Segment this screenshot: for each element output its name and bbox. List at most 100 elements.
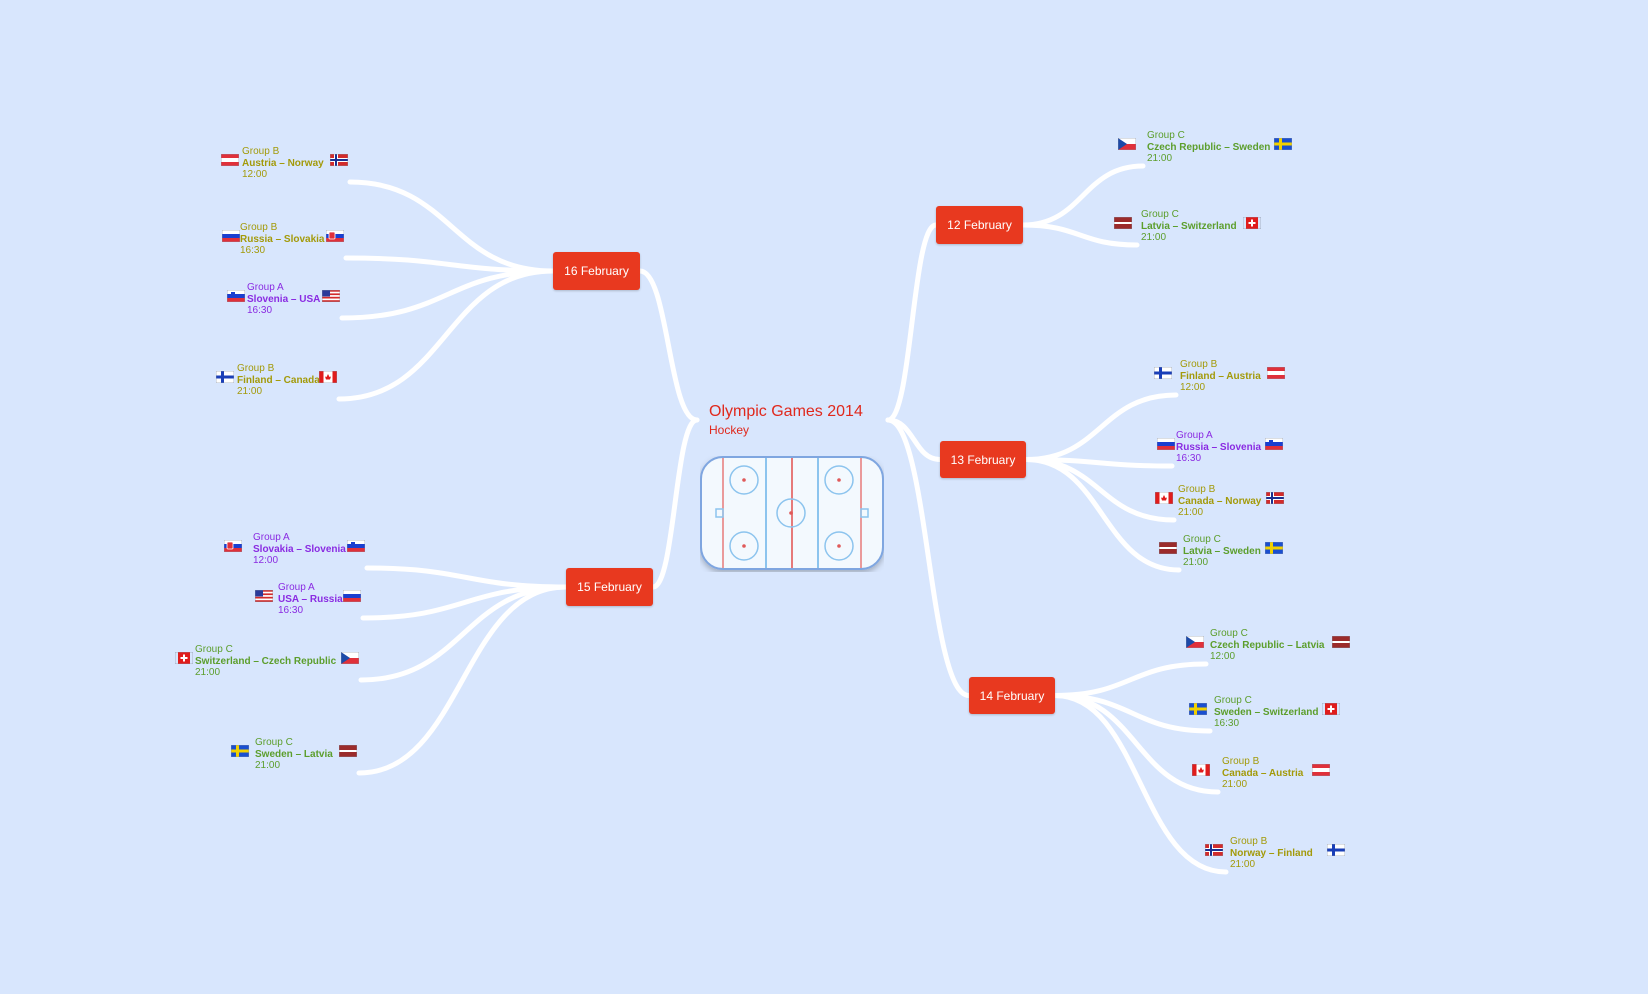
match-item[interactable]: Group B Austria – Norway 12:00: [242, 146, 324, 181]
match-teams: Canada – Norway: [1178, 495, 1262, 507]
match-item[interactable]: Group A USA – Russia 16:30: [278, 582, 343, 617]
match-connector: [360, 584, 569, 621]
flag-cz-icon: [341, 652, 359, 664]
match-teams: USA – Russia: [278, 593, 343, 605]
date-node[interactable]: 12 February: [936, 206, 1023, 244]
match-connector: [358, 584, 569, 683]
group-label: Group B: [237, 363, 275, 374]
flag-no-icon: [330, 154, 348, 166]
match-time: 16:30: [247, 305, 273, 316]
match-time: 21:00: [237, 386, 263, 397]
match-time: 16:30: [240, 245, 266, 256]
group-label: Group B: [1222, 756, 1260, 767]
group-label: Group A: [247, 282, 284, 293]
match-item[interactable]: Group B Norway – Finland 21:00: [1230, 836, 1313, 871]
match-item[interactable]: Group A Slovakia – Slovenia 12:00: [253, 532, 346, 567]
flag-at-icon: [221, 154, 239, 166]
match-teams: Finland – Austria: [1180, 370, 1261, 382]
match-teams: Slovenia – USA: [247, 293, 321, 305]
match-time: 21:00: [1222, 779, 1248, 790]
flag-se-icon: [1265, 542, 1283, 554]
flag-at-icon: [1312, 764, 1330, 776]
match-teams: Russia – Slovakia: [240, 233, 325, 245]
match-connector: [1052, 661, 1209, 698]
match-item[interactable]: Group C Czech Republic – Latvia 12:00: [1210, 628, 1324, 663]
match-item[interactable]: Group C Sweden – Switzerland 16:30: [1214, 695, 1318, 730]
match-item[interactable]: Group C Latvia – Switzerland 21:00: [1141, 209, 1237, 244]
group-label: Group C: [195, 644, 233, 655]
date-node[interactable]: 13 February: [940, 441, 1026, 478]
flag-sk-icon: [326, 230, 344, 242]
group-label: Group C: [1141, 209, 1179, 220]
match-item[interactable]: Group B Finland – Austria 12:00: [1180, 359, 1261, 394]
match-connector: [1023, 457, 1182, 573]
match-item[interactable]: Group A Slovenia – USA 16:30: [247, 282, 320, 317]
group-label: Group C: [1183, 534, 1221, 545]
match-connector: [1052, 693, 1229, 875]
root-connector: [885, 222, 939, 423]
root-connector: [885, 417, 972, 698]
match-teams: Sweden – Latvia: [255, 748, 333, 760]
group-label: Group C: [1214, 695, 1252, 706]
match-item[interactable]: Group B Canada – Austria 21:00: [1222, 756, 1303, 791]
match-item[interactable]: Group B Canada – Norway 21:00: [1178, 484, 1261, 519]
match-time: 16:30: [1176, 453, 1202, 464]
flag-se-icon: [1274, 138, 1292, 150]
match-teams: Czech Republic – Latvia: [1210, 639, 1325, 651]
flag-ch-icon: [175, 652, 193, 664]
match-teams: Latvia – Switzerland: [1141, 220, 1237, 232]
match-item[interactable]: Group A Russia – Slovenia 16:30: [1176, 430, 1261, 465]
match-teams: Czech Republic – Sweden: [1147, 141, 1271, 153]
match-teams: Sweden – Switzerland: [1214, 706, 1319, 718]
match-connector: [339, 268, 556, 321]
flag-no-icon: [1266, 492, 1284, 504]
match-time: 21:00: [1183, 557, 1209, 568]
match-item[interactable]: Group B Finland – Canada 21:00: [237, 363, 320, 398]
match-connector: [347, 179, 556, 274]
match-item[interactable]: Group C Sweden – Latvia 21:00: [255, 737, 333, 772]
date-node[interactable]: 16 February: [553, 252, 640, 290]
root-connector: [637, 268, 700, 423]
match-item[interactable]: Group C Czech Republic – Sweden 21:00: [1147, 130, 1270, 165]
group-label: Group C: [255, 737, 293, 748]
match-time: 21:00: [1178, 507, 1204, 518]
date-node[interactable]: 14 February: [969, 677, 1055, 714]
group-label: Group B: [1180, 359, 1218, 370]
group-label: Group A: [253, 532, 290, 543]
flag-fi-icon: [1327, 844, 1345, 856]
match-connector: [343, 255, 556, 274]
root-connector: [650, 417, 700, 590]
flag-ca-icon: [319, 371, 337, 383]
date-node[interactable]: 15 February: [566, 568, 653, 606]
flag-sk-icon: [224, 540, 242, 552]
group-label: Group C: [1210, 628, 1248, 639]
match-time: 12:00: [242, 169, 268, 180]
match-teams: Latvia – Sweden: [1183, 545, 1261, 557]
flag-ru-icon: [1157, 438, 1175, 450]
match-connector: [1020, 222, 1140, 248]
flag-us-icon: [255, 590, 273, 602]
match-time: 12:00: [1210, 651, 1236, 662]
match-time: 21:00: [1147, 153, 1173, 164]
match-connector: [1020, 163, 1146, 228]
flag-si-icon: [227, 290, 245, 302]
central-topic-subtitle: Hockey: [709, 423, 750, 437]
group-label: Group B: [1230, 836, 1268, 847]
match-item[interactable]: Group C Latvia – Sweden 21:00: [1183, 534, 1261, 569]
match-time: 21:00: [195, 667, 221, 678]
match-connector: [1023, 392, 1179, 462]
match-teams: Norway – Finland: [1230, 847, 1313, 859]
match-time: 21:00: [1141, 232, 1167, 243]
flag-fi-icon: [216, 371, 234, 383]
group-label: Group B: [1178, 484, 1216, 495]
flag-ch-icon: [1243, 217, 1261, 229]
flag-fi-icon: [1154, 367, 1172, 379]
match-item[interactable]: Group C Switzerland – Czech Republic 21:…: [195, 644, 336, 679]
match-connector: [336, 268, 556, 402]
central-topic-title[interactable]: Olympic Games 2014: [709, 403, 863, 420]
flag-ca-icon: [1155, 492, 1173, 504]
hockey-rink-image: [700, 456, 884, 570]
match-time: 12:00: [253, 555, 279, 566]
match-item[interactable]: Group B Russia – Slovakia 16:30: [240, 222, 325, 257]
